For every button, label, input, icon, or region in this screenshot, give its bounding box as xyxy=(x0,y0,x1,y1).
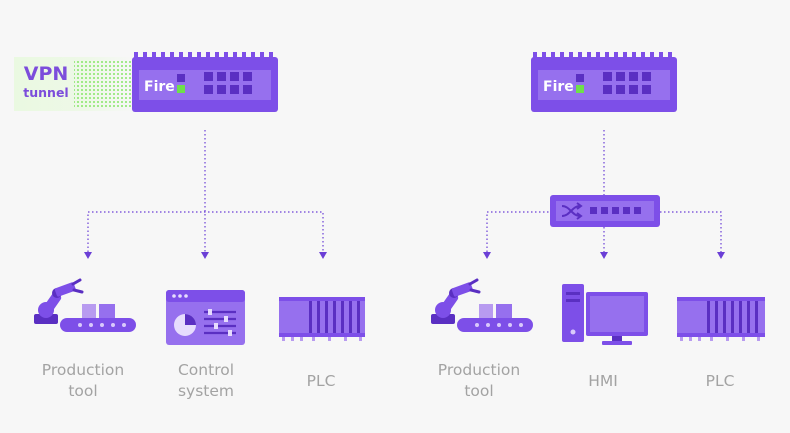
device-label-plc-left: PLC xyxy=(306,372,336,390)
arrow-down-icon xyxy=(483,252,491,259)
arrow-down-icon xyxy=(600,252,608,259)
device-label-production-tool-left: Production tool xyxy=(41,361,125,400)
device-label-hmi: HMI xyxy=(588,372,618,390)
plc-rack-icon xyxy=(279,297,365,341)
network-switch xyxy=(550,195,660,227)
hmi-computer-icon xyxy=(562,284,648,345)
arrow-heads-right xyxy=(483,252,725,259)
connectors-left xyxy=(87,130,324,252)
status-led-icon xyxy=(177,85,185,93)
robot-arm-conveyor-icon xyxy=(431,278,533,332)
control-window-icon xyxy=(166,290,245,345)
port-grid-icon xyxy=(204,72,252,94)
arrow-down-icon xyxy=(84,252,92,259)
device-label-production-tool-right: Production tool xyxy=(437,361,521,400)
firewall-vents xyxy=(533,52,672,58)
device-label-control-system: Control system xyxy=(177,361,235,400)
arrow-heads-left xyxy=(84,252,327,259)
port-grid-icon xyxy=(603,72,651,94)
connectors-right xyxy=(486,130,722,252)
device-label-plc-right: PLC xyxy=(705,372,735,390)
firewall-label: Fire xyxy=(144,79,175,95)
arrow-down-icon xyxy=(717,252,725,259)
vpn-tunnel xyxy=(14,57,134,111)
arrow-down-icon xyxy=(201,252,209,259)
vpn-title: VPN xyxy=(23,63,69,85)
robot-arm-conveyor-icon xyxy=(34,278,136,332)
vpn-subtitle: tunnel xyxy=(23,85,69,100)
status-led-icon xyxy=(576,85,584,93)
shuffle-icon xyxy=(561,202,583,220)
firewall-vents xyxy=(134,52,273,58)
plc-rack-icon xyxy=(677,297,765,341)
arrow-down-icon xyxy=(319,252,327,259)
firewall-label: Fire xyxy=(543,79,574,95)
firewall-left: Fire xyxy=(132,52,278,112)
firewall-right: Fire xyxy=(531,52,677,112)
